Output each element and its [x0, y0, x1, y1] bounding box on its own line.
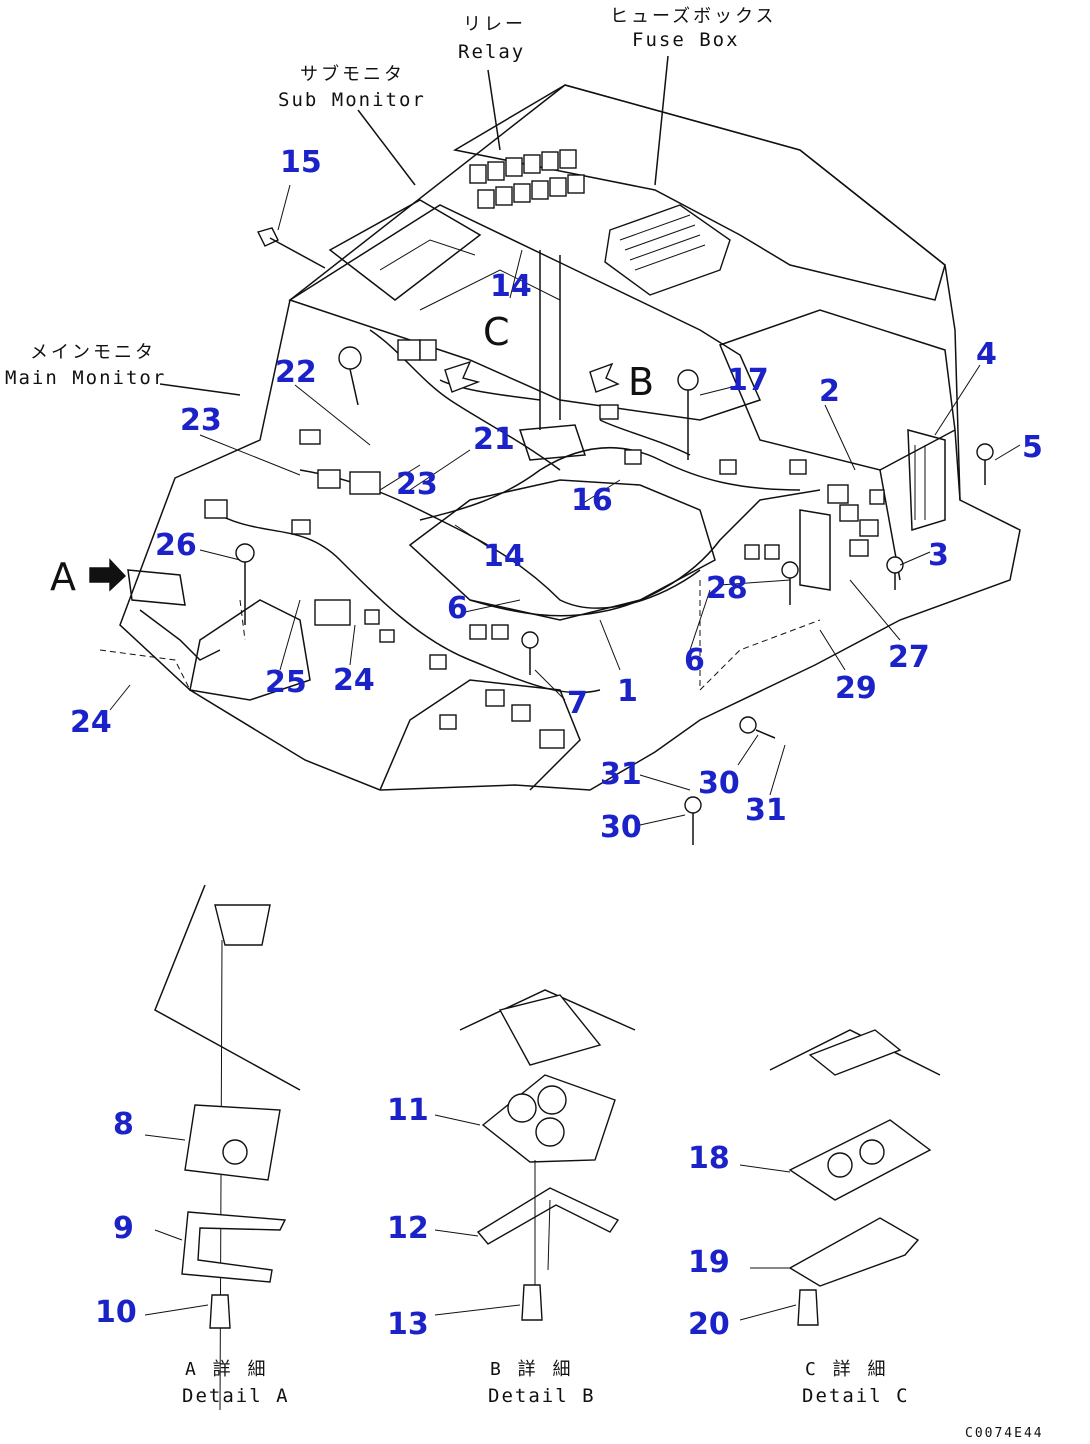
- detail-c: [739, 1029, 941, 1326]
- detail-captions: A 詳 細 Detail A B 詳 細 Detail B C 詳 細 Deta…: [182, 1359, 910, 1407]
- callout-4: 4: [976, 337, 997, 372]
- callout-23: 23: [396, 467, 438, 502]
- fuse-box-label-en: Fuse Box: [632, 29, 740, 51]
- callout-numbers: 15 14 22 23 21 23 16 14 26 6 24 25 24 7 …: [70, 145, 1043, 1342]
- detail-a-caption-jp: A 詳 細: [185, 1359, 269, 1380]
- sub-monitor-label-en: Sub Monitor: [278, 89, 426, 111]
- callout-14: 14: [490, 269, 532, 304]
- bolts: [235, 227, 994, 845]
- callout-31: 31: [745, 793, 787, 828]
- callout-1: 1: [617, 674, 638, 709]
- callout-18: 18: [688, 1141, 730, 1176]
- callout-11: 11: [387, 1093, 429, 1128]
- callout-20: 20: [688, 1307, 730, 1342]
- view-label-c: C: [483, 310, 510, 354]
- callout-27: 27: [888, 640, 930, 675]
- view-label-b: B: [628, 360, 654, 404]
- callout-13: 13: [387, 1307, 429, 1342]
- callout-5: 5: [1022, 430, 1043, 465]
- detail-a: [144, 884, 301, 1411]
- view-label-a: A: [50, 555, 76, 599]
- callout-6: 6: [447, 591, 468, 626]
- callout-21: 21: [473, 422, 515, 457]
- relay-cluster: [469, 149, 585, 209]
- callout-17: 17: [727, 363, 769, 398]
- callout-24: 24: [333, 663, 375, 698]
- callout-31: 31: [600, 757, 642, 792]
- relay-label-en: Relay: [458, 41, 525, 63]
- callout-28: 28: [706, 571, 748, 606]
- callout-6: 6: [684, 643, 705, 678]
- main-monitor-label-jp: メインモニタ: [30, 342, 156, 363]
- callout-16: 16: [571, 483, 613, 518]
- main-monitor-label-en: Main Monitor: [5, 367, 166, 389]
- callout-9: 9: [113, 1211, 134, 1246]
- callout-22: 22: [275, 355, 317, 390]
- drawing-code: C0074E44: [965, 1426, 1044, 1441]
- callout-14: 14: [483, 539, 525, 574]
- main-assembly: A B C: [50, 84, 1021, 845]
- callout-3: 3: [928, 538, 949, 573]
- relay-label-jp: リレー: [463, 14, 526, 35]
- callout-25: 25: [265, 665, 307, 700]
- callout-30: 30: [600, 810, 642, 845]
- fuse-box: [604, 204, 731, 296]
- callout-23: 23: [180, 403, 222, 438]
- callout-15: 15: [280, 145, 322, 180]
- callout-10: 10: [95, 1295, 137, 1330]
- callout-26: 26: [155, 528, 197, 563]
- detail-a-caption-en: Detail A: [182, 1385, 290, 1407]
- callout-2: 2: [819, 374, 840, 409]
- detail-b: [434, 989, 636, 1321]
- detail-c-caption-en: Detail C: [802, 1385, 910, 1407]
- callout-30: 30: [698, 766, 740, 801]
- callout-8: 8: [113, 1107, 134, 1142]
- sub-monitor-label-jp: サブモニタ: [300, 63, 405, 85]
- component-labels: リレー Relay ヒューズボックス Fuse Box サブモニタ Sub Mo…: [5, 6, 777, 396]
- callout-29: 29: [835, 671, 877, 706]
- callout-7: 7: [567, 686, 588, 721]
- fuse-box-label-jp: ヒューズボックス: [610, 6, 777, 27]
- connectors: [204, 339, 885, 749]
- callout-leaders: [109, 184, 1021, 826]
- callout-12: 12: [387, 1211, 429, 1246]
- callout-19: 19: [688, 1245, 730, 1280]
- detail-c-caption-jp: C 詳 細: [805, 1359, 889, 1380]
- detail-b-caption-en: Detail B: [488, 1385, 596, 1407]
- callout-24: 24: [70, 705, 112, 740]
- detail-b-caption-jp: B 詳 細: [490, 1359, 574, 1380]
